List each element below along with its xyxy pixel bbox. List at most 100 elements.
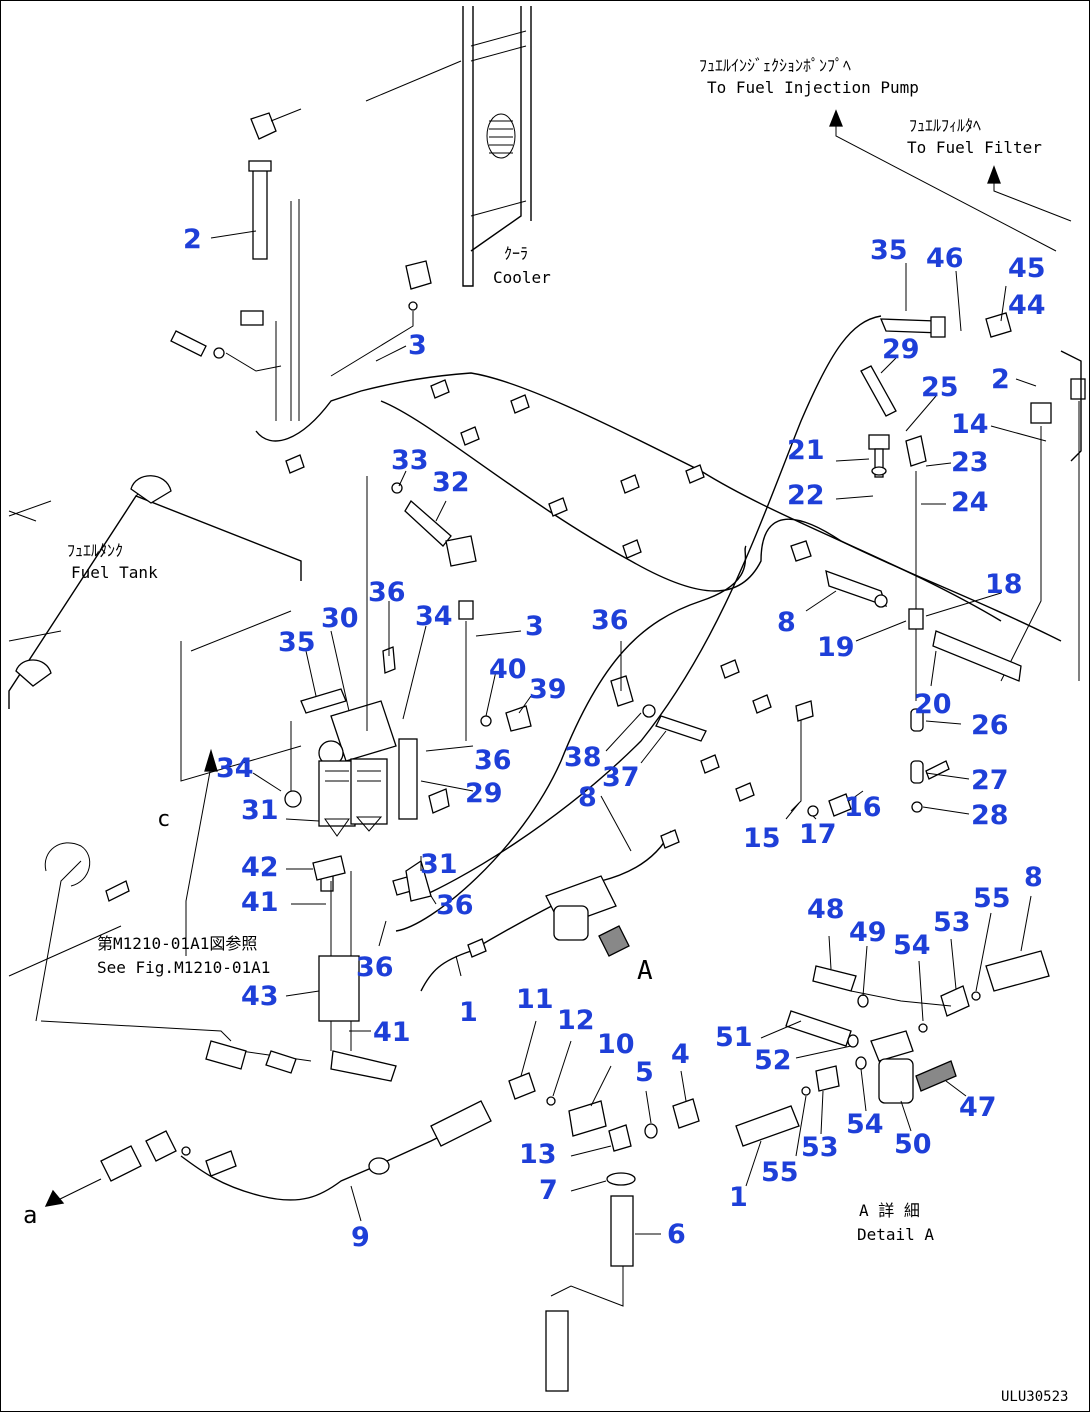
hose-3-line <box>330 311 414 377</box>
callout-41: 41 <box>373 1017 411 1048</box>
callout-31: 31 <box>241 795 279 826</box>
elbow-32-washer-33 <box>366 476 477 731</box>
callout-48: 48 <box>807 894 845 925</box>
clip-15-16-17 <box>790 700 852 817</box>
callout-36: 36 <box>356 952 394 983</box>
view-c-circle <box>44 842 91 887</box>
bolt-37-38 <box>642 704 707 742</box>
callout-16: 16 <box>844 792 882 823</box>
callout-47: 47 <box>959 1092 997 1123</box>
callout-6: 6 <box>667 1219 686 1250</box>
callout-3: 3 <box>408 330 427 361</box>
callout-22: 22 <box>787 480 825 511</box>
clip-42 <box>312 855 346 881</box>
cooler-core <box>462 6 532 287</box>
callout-31: 31 <box>420 849 458 880</box>
tube-clamps <box>285 379 772 958</box>
callout-35: 35 <box>278 627 316 658</box>
callout-43: 43 <box>241 981 279 1012</box>
callout-7: 7 <box>539 1175 558 1206</box>
note-see-fig-en: See Fig.M1210-01A1 <box>97 958 270 977</box>
callout-54: 54 <box>893 930 931 961</box>
callout-13: 13 <box>519 1139 557 1170</box>
callout-17: 17 <box>799 819 837 850</box>
pipe-8-and-19 <box>790 540 888 608</box>
callout-40: 40 <box>489 654 527 685</box>
callout-38: 38 <box>564 742 602 773</box>
harness-connector <box>205 1040 297 1074</box>
callout-46: 46 <box>926 243 964 274</box>
detail-a-assembly <box>735 950 1050 1147</box>
callout-5: 5 <box>635 1057 654 1088</box>
parts-39-40 <box>480 705 532 732</box>
pipe-20 <box>932 630 1022 682</box>
callout-35: 35 <box>870 235 908 266</box>
callout-12: 12 <box>557 1005 595 1036</box>
callout-11: 11 <box>516 984 554 1015</box>
callout-55: 55 <box>973 883 1011 914</box>
filter-head-30 <box>318 700 397 766</box>
callout-numbers: 2 3 35 46 45 44 29 2 25 14 21 23 22 24 3… <box>183 224 1046 1253</box>
hose-2-upper-left <box>240 160 272 326</box>
callout-29: 29 <box>882 334 920 365</box>
callout-24: 24 <box>951 487 989 518</box>
pipe-6-clip-7 <box>545 1172 636 1392</box>
callout-4: 4 <box>671 1039 690 1070</box>
note-fuel-filter-en: To Fuel Filter <box>907 138 1042 157</box>
note-injection-pump-en: To Fuel Injection Pump <box>707 78 919 97</box>
callout-2: 2 <box>183 224 202 255</box>
callout-32: 32 <box>432 467 470 498</box>
callout-15: 15 <box>743 823 781 854</box>
callout-30: 30 <box>321 603 359 634</box>
callout-50: 50 <box>894 1129 932 1160</box>
callout-21: 21 <box>787 435 825 466</box>
callout-19: 19 <box>817 632 855 663</box>
callout-23: 23 <box>951 447 989 478</box>
sedimenter-center <box>545 875 630 957</box>
filter-cartridges-31 <box>318 758 388 837</box>
callout-54: 54 <box>846 1109 884 1140</box>
callout-8: 8 <box>578 782 597 813</box>
note-cooler-jp: ｸｰﾗ <box>504 244 528 263</box>
note-detail-a-jp: A 詳 細 <box>859 1201 920 1220</box>
callout-8: 8 <box>1024 862 1043 893</box>
callout-14: 14 <box>951 409 989 440</box>
callout-28: 28 <box>971 800 1009 831</box>
fuel-tank <box>8 475 302 782</box>
supply-hose-long <box>395 545 747 932</box>
return-tube-upper <box>255 372 1002 622</box>
callout-41: 41 <box>241 887 279 918</box>
callout-49: 49 <box>849 917 887 948</box>
arrow-a-label: a <box>23 1201 37 1229</box>
callout-3: 3 <box>525 611 544 642</box>
callout-26: 26 <box>971 710 1009 741</box>
pipe-29-upright <box>398 738 418 820</box>
callout-36: 36 <box>474 745 512 776</box>
upper-elbow-fitting <box>250 108 302 140</box>
callout-51: 51 <box>715 1022 753 1053</box>
feed-hose <box>420 830 672 992</box>
note-detail-a-en: Detail A <box>857 1225 934 1244</box>
note-fuel-tank-jp: ﾌｭｴﾙﾀﾝｸ <box>67 541 123 560</box>
callout-37: 37 <box>602 762 640 793</box>
return-tube-middle <box>380 400 1062 642</box>
hose-35-filter <box>284 688 347 808</box>
note-fuel-filter-jp: ﾌｭｴﾙﾌｨﾙﾀﾍ <box>909 116 981 135</box>
note-fuel-tank-en: Fuel Tank <box>71 563 158 582</box>
callout-53: 53 <box>933 907 971 938</box>
see-fig-arrow <box>204 748 218 772</box>
callout-39: 39 <box>529 674 567 705</box>
callout-33: 33 <box>391 445 429 476</box>
hose-14-right <box>1000 350 1086 682</box>
hose-29-upper <box>860 365 897 417</box>
callout-2: 2 <box>991 364 1010 395</box>
callout-9: 9 <box>351 1222 370 1253</box>
callout-55: 55 <box>761 1157 799 1188</box>
note-cooler-en: Cooler <box>493 268 551 287</box>
connector-23-24 <box>905 435 927 701</box>
fuel-line-9 <box>44 1072 556 1207</box>
bracket-plate <box>275 199 300 421</box>
view-a-label: A <box>637 956 653 986</box>
